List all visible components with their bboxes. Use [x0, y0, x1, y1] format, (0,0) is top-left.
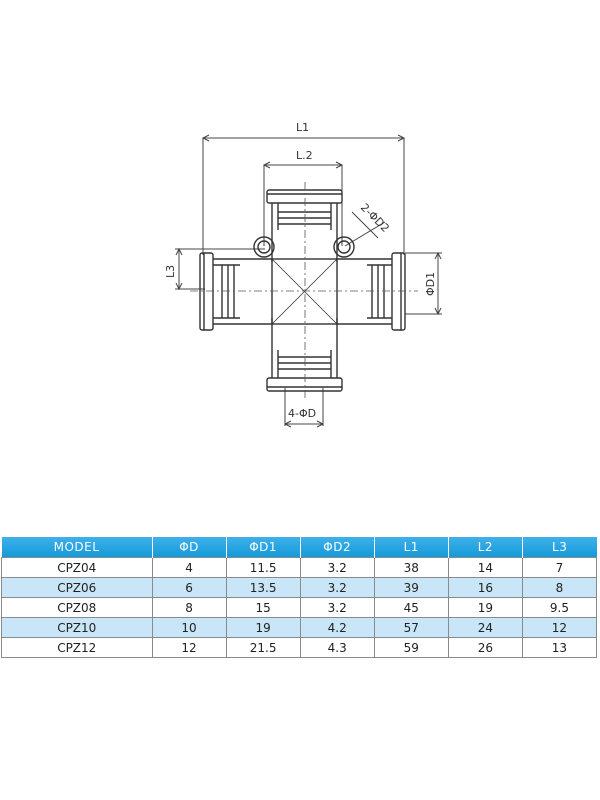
table-cell: 7: [521, 557, 598, 578]
table-cell: 11.5: [225, 557, 301, 578]
table-cell: 45: [373, 597, 449, 618]
dimension-od: [283, 388, 325, 428]
table-cell: 59: [373, 637, 449, 658]
table-cell: CPZ08: [1, 597, 153, 618]
table-row: CPZ06 6 13.5 3.2 39 16 8: [1, 577, 598, 598]
label-od: 4-ΦD: [288, 407, 316, 420]
table-cell: 19: [447, 597, 523, 618]
table-cell: CPZ10: [1, 617, 153, 638]
technical-drawing: L1 L.2 L3 ΦD1: [164, 121, 442, 428]
table-cell: 4: [151, 557, 227, 578]
dimension-l2: [262, 161, 344, 246]
cross-fitting-diagram: L1 L.2 L3 ΦD1: [164, 121, 442, 428]
header-l3: L3: [521, 537, 597, 558]
table-cell: 26: [447, 637, 523, 658]
table-cell: 12: [521, 617, 598, 638]
table-cell: 4.2: [299, 617, 375, 638]
table-cell: 3.2: [299, 577, 375, 598]
table-cell: 13: [521, 637, 598, 658]
header-l1: L1: [373, 537, 449, 558]
table-row: CPZ04 4 11.5 3.2 38 14 7: [1, 557, 598, 578]
dimension-l1: [201, 134, 406, 255]
dimension-d1: [405, 251, 442, 316]
label-l3: L3: [164, 265, 177, 278]
header-model: MODEL: [1, 537, 152, 558]
header-d2: ΦD2: [299, 537, 375, 558]
table-cell: 24: [447, 617, 523, 638]
table-cell: 3.2: [299, 597, 375, 618]
table-cell: 38: [373, 557, 449, 578]
table-cell: 13.5: [225, 577, 301, 598]
table-cell: 14: [447, 557, 523, 578]
table-row: CPZ08 8 15 3.2 45 19 9.5: [1, 597, 598, 618]
table-cell: CPZ04: [1, 557, 153, 578]
label-l1: L1: [296, 121, 309, 134]
table-cell: 39: [373, 577, 449, 598]
table-cell: 21.5: [225, 637, 301, 658]
table-cell: 10: [151, 617, 227, 638]
table-cell: 12: [151, 637, 227, 658]
label-d2: 2-ΦD2: [358, 201, 392, 235]
header-d: ΦD: [151, 537, 227, 558]
label-l2: L.2: [296, 149, 313, 162]
table-cell: 8: [151, 597, 227, 618]
specification-table: MODEL ΦD ΦD1 ΦD2 L1 L2 L3 CPZ04 4 11.5 3…: [1, 537, 598, 658]
table-cell: CPZ12: [1, 637, 153, 658]
header-l2: L2: [447, 537, 523, 558]
table-cell: CPZ06: [1, 577, 153, 598]
table-cell: 8: [521, 577, 598, 598]
center-lines: [190, 182, 418, 400]
table-row: CPZ10 10 19 4.2 57 24 12: [1, 617, 598, 638]
label-d1: ΦD1: [424, 272, 437, 296]
table-cell: 4.3: [299, 637, 375, 658]
table-cell: 19: [225, 617, 301, 638]
header-d1: ΦD1: [225, 537, 301, 558]
table-cell: 6: [151, 577, 227, 598]
dimension-d2: [344, 211, 386, 247]
fitting-body: [199, 189, 406, 392]
table-cell: 16: [447, 577, 523, 598]
table-row: CPZ12 12 21.5 4.3 59 26 13: [1, 637, 598, 658]
table-cell: 9.5: [521, 597, 598, 618]
table-cell: 3.2: [299, 557, 375, 578]
dimension-l3: [175, 247, 265, 291]
table-cell: 57: [373, 617, 449, 638]
table-header-row: MODEL ΦD ΦD1 ΦD2 L1 L2 L3: [1, 537, 597, 558]
table-cell: 15: [225, 597, 301, 618]
